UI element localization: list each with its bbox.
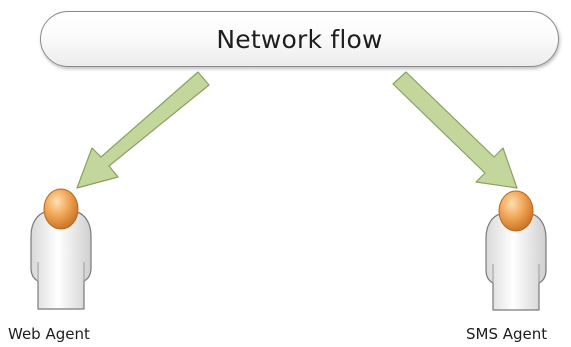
web-agent-person-icon	[30, 188, 92, 310]
network-flow-node: Network flow	[40, 11, 559, 67]
web-agent-label: Web Agent	[8, 325, 90, 343]
sms-agent-person-icon	[485, 190, 547, 311]
arrow-to-sms-agent	[392, 71, 518, 189]
network-flow-label: Network flow	[216, 24, 383, 54]
sms-agent-label: SMS Agent	[466, 325, 548, 343]
arrow-to-web-agent	[76, 71, 210, 189]
